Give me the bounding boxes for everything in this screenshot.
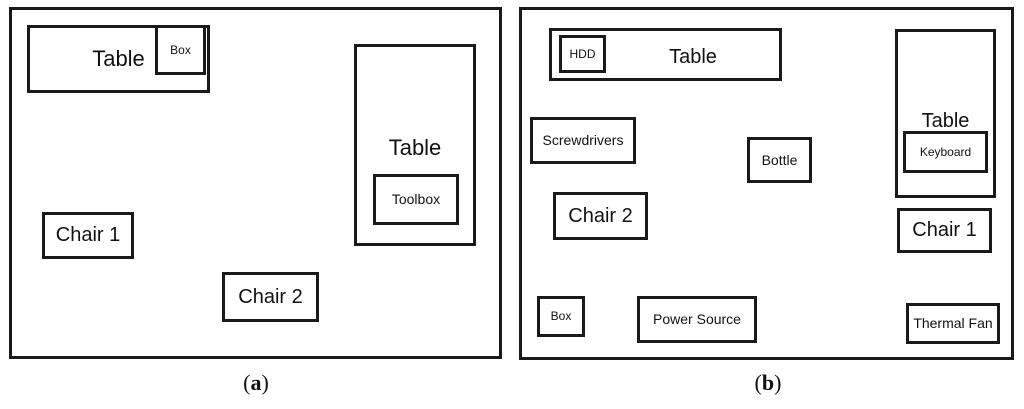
object-label-hdd: HDD (569, 46, 596, 61)
object-label-power-source: Power Source (653, 311, 741, 328)
object-label-table: Table (669, 46, 717, 68)
object-label-chair-2: Chair 2 (238, 285, 303, 308)
object-label-screwdrivers: Screwdrivers (542, 132, 624, 149)
object-box-screwdrivers: Screwdrivers (530, 117, 636, 164)
panel-a-room-diagram: Table Box Table Toolbox Chair 1 Chair 2 (9, 7, 502, 359)
object-box-hdd-on-table: HDD (559, 35, 606, 73)
object-label-bottle: Bottle (761, 151, 798, 168)
object-label-box: Box (550, 309, 572, 324)
object-box-box: Box (537, 296, 585, 337)
object-label-table: Table (921, 110, 970, 132)
panel-b-room-diagram: Table HDD Screwdrivers Bottle Table Keyb… (519, 7, 1014, 360)
object-box-keyboard-on-table: Keyboard (903, 131, 988, 173)
object-label-keyboard: Keyboard (919, 144, 972, 159)
object-box-bottle: Bottle (747, 137, 812, 183)
object-label-chair-1: Chair 1 (55, 224, 121, 246)
caption-close-paren: ) (774, 370, 782, 395)
caption-letter: a (250, 370, 262, 395)
object-box-toolbox-on-table: Toolbox (373, 174, 459, 225)
object-box-chair-1: Chair 1 (897, 208, 992, 253)
object-box-thermal-fan: Thermal Fan (906, 303, 1000, 344)
object-box-chair-2: Chair 2 (222, 272, 319, 322)
object-label-chair-2: Chair 2 (568, 204, 633, 227)
caption-open-paren: ( (243, 370, 251, 395)
caption-open-paren: ( (754, 370, 762, 395)
object-label-table: Table (388, 135, 442, 160)
object-label-chair-1: Chair 1 (912, 219, 977, 241)
object-label-toolbox: Toolbox (391, 191, 441, 208)
caption-letter: b (761, 370, 775, 395)
caption-panel-b: (b) (512, 372, 1024, 394)
caption-close-paren: ) (261, 370, 269, 395)
object-label-table: Table (92, 46, 145, 72)
object-box-chair-1: Chair 1 (42, 212, 134, 259)
caption-panel-a: (a) (0, 372, 512, 394)
object-label-box: Box (170, 42, 191, 57)
object-box-power-source: Power Source (637, 296, 757, 343)
object-box-box-on-table: Box (155, 25, 206, 75)
object-label-thermal-fan: Thermal Fan (913, 315, 993, 332)
object-box-chair-2: Chair 2 (553, 192, 648, 240)
